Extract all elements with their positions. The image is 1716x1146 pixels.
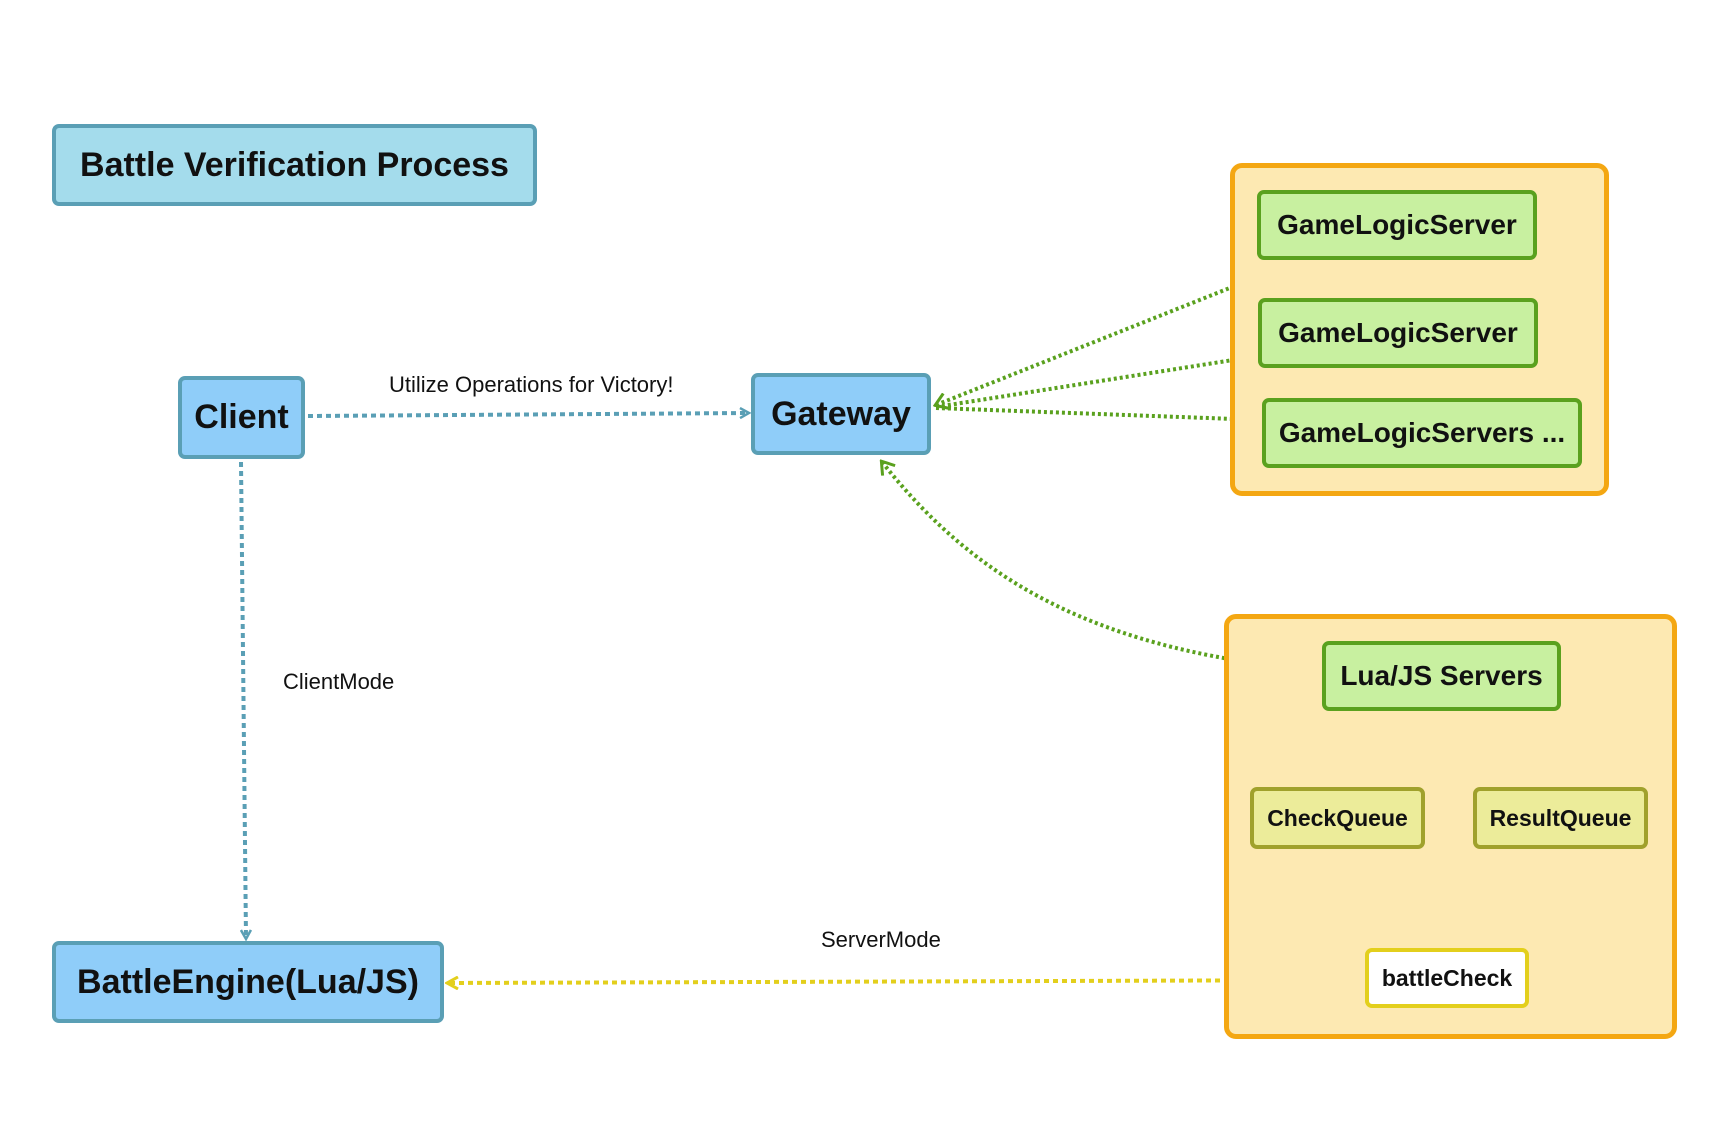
edge-label-client-gateway: Utilize Operations for Victory!: [389, 372, 674, 397]
gateway-node: Gateway: [751, 373, 931, 455]
diagram-title-text: Battle Verification Process: [80, 145, 509, 184]
game-logic-server-2-label: GameLogicServer: [1278, 317, 1518, 348]
game-logic-servers-more-label: GameLogicServers ...: [1278, 417, 1566, 448]
game-logic-server-2: GameLogicServer: [1258, 298, 1538, 368]
game-logic-server-1-label: GameLogicServer: [1277, 209, 1517, 240]
lua-js-servers-node: Lua/JS Servers: [1322, 641, 1561, 711]
gateway-label: Gateway: [771, 394, 911, 433]
edge-gateway-luajs: [882, 462, 1318, 670]
edge-gateway-gls2: [935, 350, 1254, 409]
lua-js-servers-label: Lua/JS Servers: [1340, 660, 1543, 691]
diagram-title: Battle Verification Process: [52, 124, 537, 206]
check-queue-label: CheckQueue: [1267, 804, 1408, 831]
edge-client-battleengine: [239, 461, 246, 938]
battle-check-label: battleCheck: [1381, 964, 1513, 991]
result-queue-node: ResultQueue: [1473, 787, 1648, 849]
game-logic-servers-more: GameLogicServers ...: [1262, 398, 1582, 468]
client-label: Client: [194, 398, 289, 436]
battle-engine-label: BattleEngine(Lua/JS): [77, 962, 419, 1001]
result-queue-label: ResultQueue: [1489, 804, 1632, 831]
edge-label-client-mode: ClientMode: [283, 669, 395, 694]
client-node: Client: [178, 376, 305, 459]
game-logic-server-1: GameLogicServer: [1257, 190, 1537, 260]
battle-engine-node: BattleEngine(Lua/JS): [52, 941, 444, 1023]
check-queue-node: CheckQueue: [1250, 787, 1425, 849]
battle-check-node: battleCheck: [1365, 948, 1529, 1008]
edge-gateway-gls3: [935, 406, 1263, 422]
edge-label-server-mode: ServerMode: [821, 927, 941, 952]
edge-client-gateway: [307, 413, 748, 416]
